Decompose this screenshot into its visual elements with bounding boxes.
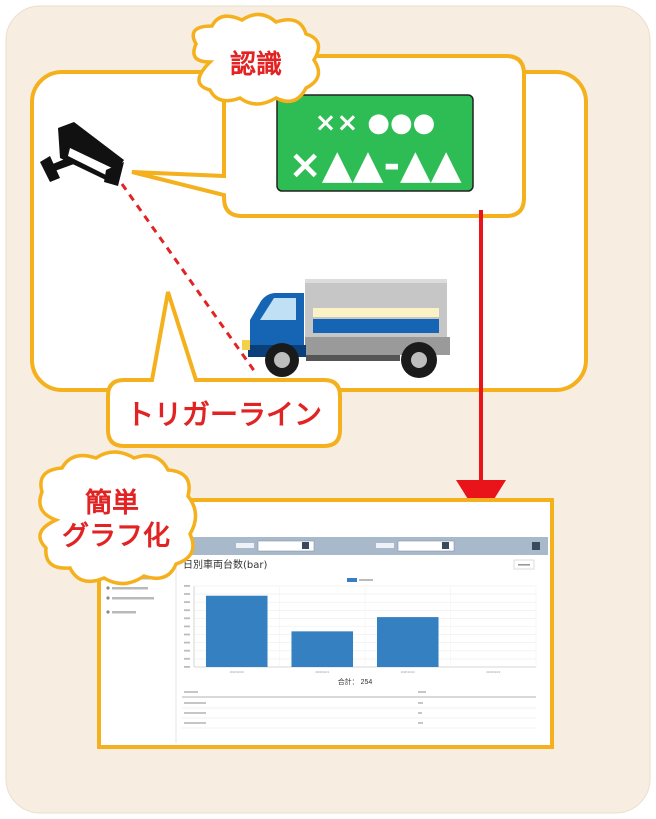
license-plate: ×× ●●● ×▲▲-▲▲ bbox=[276, 94, 474, 192]
table-row bbox=[184, 722, 423, 724]
table-header-cell bbox=[184, 691, 198, 693]
x-tick-label: 2020/10/21 bbox=[315, 670, 329, 674]
chart-title: 日別車両台数(bar) bbox=[183, 558, 267, 571]
easy-graph-badge: 簡単 グラフ化 bbox=[38, 450, 198, 586]
easy-graph-label-line2: グラフ化 bbox=[62, 520, 170, 552]
y-tick-label bbox=[184, 633, 190, 636]
y-tick-label bbox=[184, 617, 190, 620]
sidebar-menu-icon bbox=[106, 596, 110, 600]
chart-total: 合計： 254 bbox=[338, 677, 373, 686]
chart-legend-swatch bbox=[347, 578, 357, 582]
truck-icon bbox=[242, 279, 450, 378]
sidebar-menu-icon bbox=[106, 610, 110, 614]
sidebar-menu-item[interactable] bbox=[112, 597, 154, 600]
table-row bbox=[184, 712, 422, 714]
sidebar-menu-item[interactable] bbox=[112, 611, 136, 614]
trigger-line-label: トリガーライン bbox=[126, 398, 322, 431]
y-tick-label bbox=[184, 593, 190, 595]
table-row bbox=[184, 702, 423, 704]
y-tick-label bbox=[184, 649, 190, 652]
recognition-label: 認識 bbox=[230, 49, 282, 80]
trigger-callout bbox=[106, 291, 342, 448]
start-date-input[interactable] bbox=[257, 540, 315, 552]
chart-bar bbox=[205, 595, 268, 667]
y-tick-label bbox=[184, 657, 190, 660]
y-tick-label bbox=[184, 601, 190, 603]
x-tick-label: 2020/10/20 bbox=[230, 670, 244, 674]
sidebar-menu-icon bbox=[106, 586, 110, 590]
recognition-badge: 認識 bbox=[191, 12, 321, 106]
sidebar-menu-item[interactable] bbox=[112, 587, 148, 590]
y-tick-label bbox=[184, 641, 190, 644]
x-tick-label: 2020/10/23 bbox=[486, 670, 500, 674]
chart-bar bbox=[376, 617, 439, 667]
end-date-input[interactable] bbox=[397, 540, 455, 552]
chart-bar bbox=[291, 631, 354, 667]
chart-legend-label bbox=[359, 579, 373, 581]
bar-chart: 2020/10/20 2020/10/21 2020/10/22 2020/10/23 bbox=[184, 585, 537, 674]
y-tick-label bbox=[184, 666, 190, 668]
plate-top-row: ×× ●●● bbox=[315, 108, 436, 138]
y-tick-label bbox=[184, 585, 190, 587]
y-tick-label bbox=[184, 625, 190, 628]
easy-graph-label-line1: 簡単 bbox=[85, 487, 139, 519]
dashboard-sidebar bbox=[104, 555, 176, 743]
data-table bbox=[182, 691, 536, 729]
y-tick-label bbox=[184, 609, 190, 612]
plate-bottom-row: ×▲▲-▲▲ bbox=[288, 142, 461, 188]
x-tick-label: 2020/10/22 bbox=[401, 670, 415, 674]
table-header-cell bbox=[418, 691, 426, 693]
camera-icon bbox=[40, 122, 124, 186]
